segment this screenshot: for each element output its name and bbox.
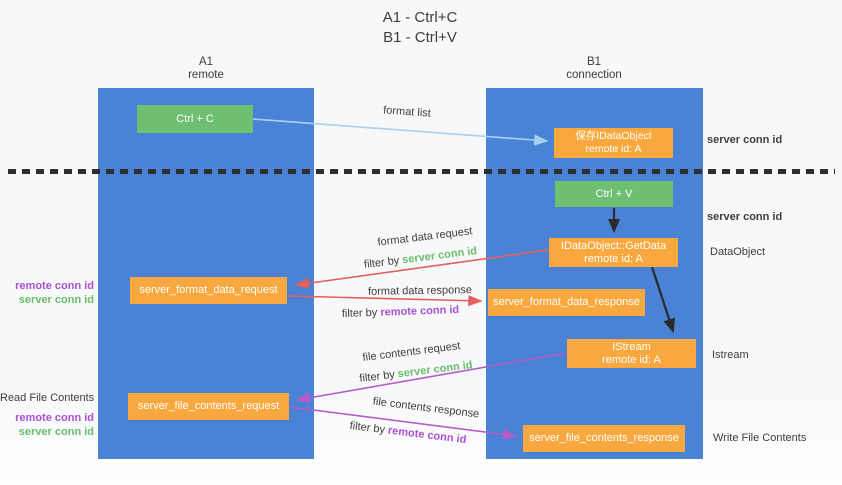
title-line-2: B1 - Ctrl+V xyxy=(383,29,457,46)
label-istream-side: Istream xyxy=(712,349,749,361)
lane-b1-role: connection xyxy=(566,69,622,81)
ctrl-v-label: Ctrl + V xyxy=(595,187,633,200)
node-server-file-contents-response: server_file_contents_response xyxy=(523,425,685,452)
lane-header-b1: B1 connection xyxy=(504,56,684,82)
diagram-title: A1 - Ctrl+C B1 - Ctrl+V xyxy=(300,8,540,48)
remote-conn-id-text: remote conn id xyxy=(380,303,460,319)
title-line-1: A1 - Ctrl+C xyxy=(382,9,458,26)
filter-by-text: filter by xyxy=(341,306,378,321)
label-conn-ids-left-bottom: remote conn id server conn id xyxy=(0,411,94,439)
node-idataobject-getdata: IDataObject::GetData remote id: A xyxy=(549,238,678,267)
lane-b1-name: B1 xyxy=(586,56,602,68)
filter-by-text: filter by xyxy=(349,419,386,437)
istream-line1: IStream xyxy=(612,340,651,353)
remote-conn-id-label: remote conn id xyxy=(15,280,94,292)
node-server-format-data-request: server_format_data_request xyxy=(130,277,287,304)
label-format-list: format list xyxy=(382,104,432,120)
save-idataobject-line1: 保存IDataObject xyxy=(575,130,652,142)
lane-a1-name: A1 xyxy=(198,56,214,68)
dashed-divider xyxy=(8,169,835,174)
filter-by-text: filter by xyxy=(358,368,396,385)
server-conn-id-text: server conn id xyxy=(397,359,474,381)
istream-line2: remote id: A xyxy=(602,353,661,366)
label-read-file-contents: Read File Contents xyxy=(0,392,95,404)
server-format-data-response-label: server_format_data_response xyxy=(493,296,640,308)
label-file-contents-response: file contents response xyxy=(372,395,480,421)
save-idataobject-line2: remote id: A xyxy=(585,143,642,155)
server-conn-id-label: server conn id xyxy=(18,294,94,306)
node-ctrl-v: Ctrl + V xyxy=(555,181,673,207)
getdata-line2: remote id: A xyxy=(584,252,643,265)
node-server-format-data-response: server_format_data_response xyxy=(488,289,645,316)
lane-a1-role: remote xyxy=(188,69,224,81)
node-server-file-contents-request: server_file_contents_request xyxy=(128,393,289,420)
node-save-idataobject: 保存IDataObject remote id: A xyxy=(554,128,673,158)
node-istream: IStream remote id: A xyxy=(567,339,696,368)
label-server-conn-id-mid: server conn id xyxy=(707,211,783,223)
server-file-contents-response-label: server_file_contents_response xyxy=(529,432,679,444)
label-write-file-contents: Write File Contents xyxy=(713,432,807,444)
remote-conn-id-text: remote conn id xyxy=(387,424,467,447)
lane-header-a1: A1 remote xyxy=(116,56,296,82)
label-server-conn-id-top: server conn id xyxy=(707,134,783,146)
remote-conn-id-label: remote conn id xyxy=(15,412,94,424)
node-ctrl-c: Ctrl + C xyxy=(137,105,253,133)
label-filter-by-remote-conn-id-1: filter by remote conn id xyxy=(338,304,463,320)
server-conn-id-text: server conn id xyxy=(401,245,478,267)
label-format-data-response: format data response xyxy=(367,284,473,298)
server-format-data-request-label: server_format_data_request xyxy=(139,284,278,296)
filter-by-text: filter by xyxy=(363,254,400,271)
ctrl-c-label: Ctrl + C xyxy=(176,112,214,125)
label-dataobject: DataObject xyxy=(710,246,766,258)
label-filter-by-remote-conn-id-2: filter by remote conn id xyxy=(343,419,473,447)
getdata-line1: IDataObject::GetData xyxy=(560,239,667,252)
server-file-contents-request-label: server_file_contents_request xyxy=(137,400,280,412)
label-conn-ids-left-top: remote conn id server conn id xyxy=(0,279,94,307)
server-conn-id-label: server conn id xyxy=(18,426,94,438)
